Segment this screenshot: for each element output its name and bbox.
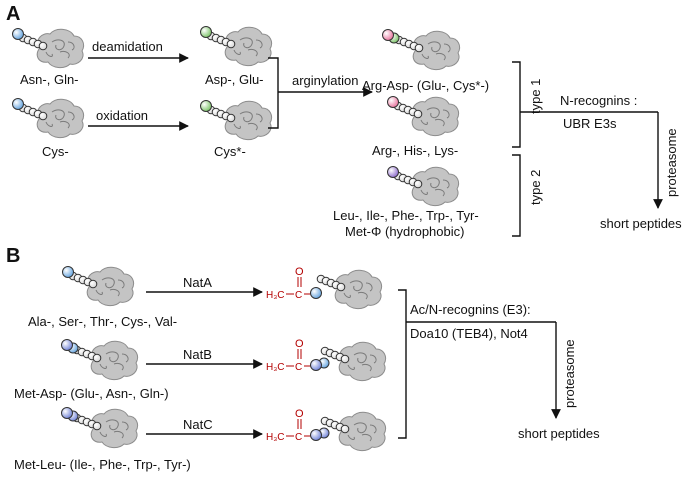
periwinkle-bead-icon bbox=[61, 407, 73, 419]
pink-bead-icon bbox=[382, 29, 394, 41]
bracket-panel-b bbox=[398, 289, 407, 439]
label-cys: Cys- bbox=[42, 144, 69, 159]
label-ubr-e3s: UBR E3s bbox=[563, 116, 617, 131]
protein-asp-glu bbox=[200, 26, 273, 67]
blue-bead-icon bbox=[12, 28, 24, 40]
blue-bead-icon bbox=[12, 98, 24, 110]
bracket-arginylation bbox=[268, 57, 279, 129]
svg-text:O: O bbox=[295, 266, 304, 278]
label-arg-his-lys: Arg-, His-, Lys- bbox=[372, 143, 458, 158]
protein-natc-acetylated bbox=[310, 411, 387, 452]
svg-text:H₃C: H₃C bbox=[266, 432, 285, 443]
label-arg-asp: Arg-Asp- (Glu-, Cys*-) bbox=[362, 78, 489, 93]
label-deamidation: deamidation bbox=[92, 39, 163, 54]
acetyl-group-icon: H₃C C O bbox=[266, 266, 314, 301]
pink-bead-icon bbox=[387, 96, 399, 108]
protein-natb-substrate bbox=[61, 339, 139, 381]
green-bead-icon bbox=[200, 26, 212, 38]
label-natc: NatC bbox=[183, 417, 213, 432]
purple-bead-icon bbox=[387, 166, 399, 178]
periwinkle-bead-icon bbox=[310, 429, 322, 441]
svg-text:H₃C: H₃C bbox=[266, 290, 285, 301]
label-n-recognins: N-recognins : bbox=[560, 93, 637, 108]
label-hydrophobic-line1: Leu-, Ile-, Phe-, Trp-, Tyr- bbox=[333, 208, 479, 223]
label-natb-substrate: Met-Asp- (Glu-, Asn-, Gln-) bbox=[14, 386, 169, 401]
protein-asn-gln bbox=[12, 28, 85, 69]
label-type-1: type 1 bbox=[528, 79, 543, 114]
svg-text:C: C bbox=[295, 290, 302, 301]
bracket-type-2 bbox=[512, 154, 521, 237]
protein-arg-his-lys bbox=[387, 96, 460, 137]
label-oxidation: oxidation bbox=[96, 108, 148, 123]
label-short-peptides-b: short peptides bbox=[518, 426, 600, 441]
label-asp-glu: Asp-, Glu- bbox=[205, 72, 264, 87]
blue-bead-icon bbox=[310, 287, 322, 299]
label-cys-oxidized: Cys*- bbox=[214, 144, 246, 159]
label-nata: NatA bbox=[183, 275, 212, 290]
label-proteasome-a: proteasome bbox=[664, 128, 679, 197]
periwinkle-bead-icon bbox=[61, 339, 73, 351]
label-nata-substrate: Ala-, Ser-, Thr-, Cys-, Val- bbox=[28, 314, 177, 329]
label-ac-n-recognins: Ac/N-recognins (E3): bbox=[410, 302, 531, 317]
label-type-2: type 2 bbox=[528, 170, 543, 205]
periwinkle-bead-icon bbox=[310, 359, 322, 371]
label-natb: NatB bbox=[183, 347, 212, 362]
label-asn-gln: Asn-, Gln- bbox=[20, 72, 79, 87]
label-natc-substrate: Met-Leu- (Ile-, Phe-, Trp-, Tyr-) bbox=[14, 457, 191, 472]
svg-text:O: O bbox=[295, 338, 304, 350]
label-doa10-not4: Doa10 (TEB4), Not4 bbox=[410, 326, 528, 341]
protein-hydrophobic bbox=[387, 166, 460, 207]
bracket-type-1 bbox=[512, 61, 521, 148]
svg-text:O: O bbox=[295, 408, 304, 420]
protein-cys bbox=[12, 98, 85, 139]
svg-text:C: C bbox=[295, 362, 302, 373]
protein-natb-acetylated bbox=[310, 341, 387, 382]
protein-arg-asp bbox=[382, 29, 461, 71]
protein-cys-oxidized bbox=[200, 100, 273, 141]
protein-nata-acetylated bbox=[310, 269, 383, 310]
protein-nata-substrate bbox=[62, 266, 135, 307]
panel-a-letter: A bbox=[6, 3, 20, 25]
acetyl-group-icon: H₃C C O bbox=[266, 408, 314, 443]
label-proteasome-b: proteasome bbox=[562, 339, 577, 408]
panel-b-letter: B bbox=[6, 245, 20, 267]
protein-natc-substrate bbox=[61, 407, 139, 449]
acetyl-group-icon: H₃C C O bbox=[266, 338, 314, 373]
label-arginylation: arginylation bbox=[292, 73, 359, 88]
svg-text:C: C bbox=[295, 432, 302, 443]
svg-text:H₃C: H₃C bbox=[266, 362, 285, 373]
label-short-peptides-a: short peptides bbox=[600, 216, 682, 231]
blue-bead-icon bbox=[62, 266, 74, 278]
label-hydrophobic-line2: Met-Φ (hydrophobic) bbox=[345, 224, 464, 239]
green-bead-icon bbox=[200, 100, 212, 112]
